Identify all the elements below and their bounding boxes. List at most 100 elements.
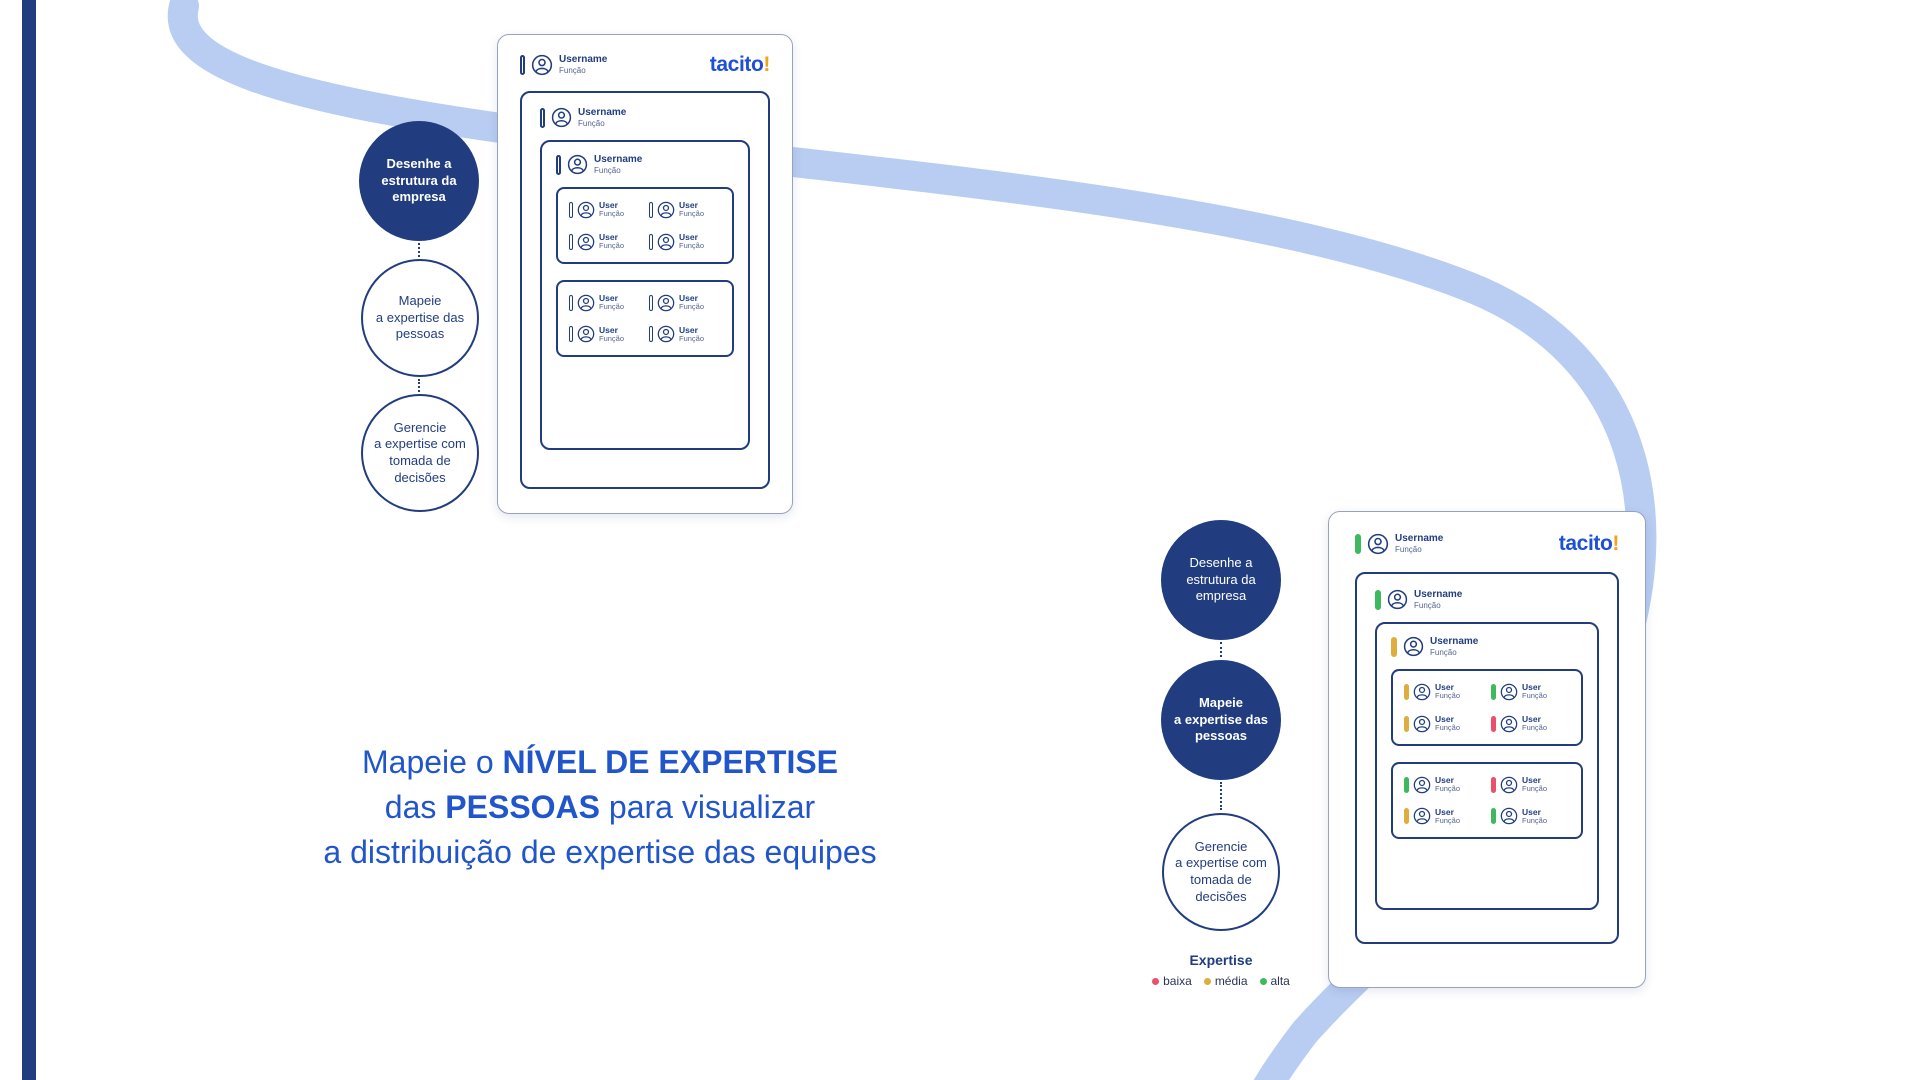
headline-line-3: a distribuição de expertise das equipes	[270, 830, 930, 875]
legend-dot-mid	[1203, 977, 1211, 985]
avatar-icon	[567, 154, 588, 175]
step-label: Gerencie a expertise com tomada de decis…	[374, 419, 466, 485]
user-role: Função	[594, 166, 621, 176]
user-role: Função	[1395, 545, 1422, 555]
legend-dot-high	[1259, 977, 1267, 985]
expertise-pill	[1404, 808, 1409, 825]
avatar-icon	[1500, 776, 1518, 794]
user-role: Função	[1522, 816, 1548, 826]
expertise-pill	[1391, 636, 1397, 657]
avatar-icon	[1367, 533, 1389, 555]
headline-emphasis: PESSOAS	[445, 789, 600, 825]
user-name: Username	[1430, 636, 1479, 648]
user-name: Username	[1414, 589, 1463, 600]
legend-label: baixa	[1163, 974, 1192, 988]
user-role: Função	[679, 334, 705, 344]
step-label: Mapeie a expertise das pessoas	[375, 293, 465, 342]
user-name: Username	[594, 154, 643, 166]
legend-item-baixa: baixa	[1152, 974, 1192, 988]
person-row: Username Função	[540, 107, 750, 128]
user-role: Função	[599, 302, 625, 312]
avatar-icon	[1500, 807, 1518, 825]
user-role: Função	[1430, 648, 1457, 658]
avatar-icon	[1413, 715, 1431, 733]
avatar-icon	[551, 107, 572, 128]
expertise-pill	[520, 55, 525, 75]
step-label: Desenhe a estrutura da empresa	[381, 156, 457, 205]
legend-title: Expertise	[1189, 952, 1253, 968]
expertise-pill	[649, 201, 653, 218]
expertise-pill	[1355, 534, 1361, 554]
user-role: Função	[1522, 784, 1548, 794]
step-circle-desenhe-right: Desenhe a estrutura da empresa	[1161, 520, 1281, 640]
person-row: Username Função	[520, 54, 607, 76]
avatar-icon	[657, 294, 675, 312]
headline-line-2: das PESSOAS para visualizar	[270, 785, 930, 830]
user-role: Função	[679, 302, 705, 312]
expertise-legend: Expertise baixa média alta	[1131, 952, 1311, 988]
expertise-pill	[569, 294, 573, 311]
step-connector	[418, 243, 420, 257]
avatar-icon	[1413, 683, 1431, 701]
step-label: Mapeie a expertise das pessoas	[1174, 695, 1268, 744]
expertise-pill	[569, 233, 573, 250]
person-row: Username Função	[556, 154, 734, 175]
card-header: Username Função tacito!	[520, 53, 770, 77]
expertise-pill	[1404, 715, 1409, 732]
user-name: Username	[559, 54, 608, 66]
avatar-icon	[577, 325, 595, 343]
step-circle-mapeie-right: Mapeie a expertise das pessoas	[1161, 660, 1281, 780]
expertise-pill	[556, 154, 561, 175]
avatar-icon	[531, 54, 553, 76]
avatar-icon	[657, 233, 675, 251]
step-label: Gerencie a expertise com tomada de decis…	[1175, 838, 1267, 904]
avatar-icon	[1413, 807, 1431, 825]
legend-dot-low	[1152, 977, 1160, 985]
user-role: Função	[679, 209, 705, 219]
user-name: Username	[1395, 533, 1444, 545]
expertise-pill	[1491, 683, 1496, 700]
card-header: Username Função tacito!	[1355, 532, 1619, 556]
expertise-pill	[540, 107, 545, 128]
org-level-1-box: Username Função Username Função	[1355, 572, 1619, 944]
headline: Mapeie o NÍVEL DE EXPERTISE das PESSOAS …	[270, 740, 930, 875]
expertise-pill	[1491, 808, 1496, 825]
expertise-pill	[649, 294, 653, 311]
user-role: Função	[1522, 691, 1548, 701]
user-role: Função	[1435, 784, 1461, 794]
user-role: Função	[1435, 691, 1461, 701]
expertise-pill	[649, 233, 653, 250]
expertise-pill	[569, 326, 573, 343]
headline-text: a distribuição de expertise das equipes	[323, 834, 877, 870]
avatar-icon	[1500, 715, 1518, 733]
expertise-pill	[1491, 776, 1496, 793]
avatar-icon	[1413, 776, 1431, 794]
expertise-pill	[1491, 715, 1496, 732]
legend-label: média	[1214, 974, 1248, 988]
logo-text: tacito	[1558, 532, 1613, 555]
avatar-icon	[1500, 683, 1518, 701]
expertise-pill	[649, 326, 653, 343]
avatar-icon	[1403, 636, 1424, 657]
step-connector	[1220, 642, 1222, 657]
logo-text: tacito	[709, 53, 764, 76]
headline-line-1: Mapeie o NÍVEL DE EXPERTISE	[270, 740, 930, 785]
step-circle-gerencie-right: Gerencie a expertise com tomada de decis…	[1162, 813, 1280, 931]
user-role: Função	[559, 66, 586, 76]
